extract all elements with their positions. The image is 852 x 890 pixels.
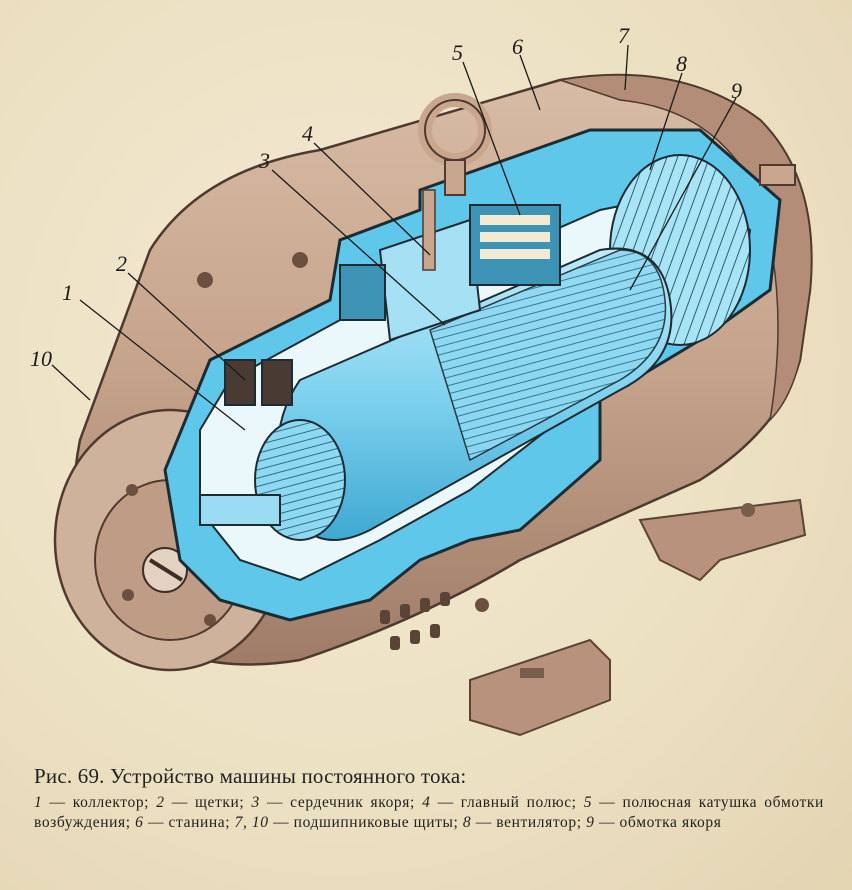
- commutator: [199, 419, 346, 541]
- mounting-foot-left: [469, 638, 611, 737]
- callout-1: 1: [62, 280, 73, 305]
- brushes: [224, 359, 293, 406]
- legend-num: 1: [34, 794, 43, 811]
- bolt: [197, 272, 213, 288]
- callout-8: 8: [676, 51, 687, 76]
- mounting-foot-right: [638, 498, 807, 582]
- callout-3: 3: [259, 148, 270, 173]
- field-coil: [339, 204, 561, 321]
- caption-title: Рис. 69. Устройство машины постоянного т…: [34, 764, 467, 788]
- legend-num: 3: [251, 794, 260, 811]
- legend-num: 7, 10: [234, 814, 269, 831]
- bolt: [292, 252, 308, 268]
- lifting-eye-bolt: [418, 93, 492, 271]
- armature-core: [276, 247, 673, 541]
- legend-text: — подшипниковые щиты;: [273, 814, 459, 831]
- legend-text: — щетки;: [171, 794, 245, 811]
- callout-6: 6: [512, 34, 523, 59]
- callout-5: 5: [452, 40, 463, 65]
- legend-text: — полюсная катушка обмотки возбуждения;: [34, 794, 824, 831]
- ventilation-holes: [380, 592, 450, 650]
- legend-num: 4: [422, 794, 431, 811]
- legend-text: — вентилятор;: [475, 814, 582, 831]
- callout-7: 7: [618, 23, 629, 48]
- caption-legend: 1 — коллектор; 2 — щетки; 3 — сердечник …: [34, 793, 824, 833]
- legend-num: 8: [462, 814, 472, 831]
- dc-machine-illustration: [51, 44, 813, 737]
- callout-2: 2: [116, 251, 127, 276]
- legend-text: — сердечник якоря;: [266, 794, 415, 811]
- legend-num: 9: [586, 814, 595, 831]
- legend-num: 6: [135, 814, 144, 831]
- figure-caption: Рис. 69. Устройство машины постоянного т…: [34, 764, 824, 833]
- legend-text: — главный полюс;: [437, 794, 577, 811]
- leader-lines: [51, 44, 737, 431]
- legend-text: — обмотка якоря: [598, 814, 722, 831]
- callout-4: 4: [302, 121, 313, 146]
- bolt: [475, 598, 489, 612]
- main-pole: [378, 218, 482, 342]
- shaft: [759, 164, 796, 186]
- legend-num: 5: [583, 794, 593, 811]
- legend-text: — коллектор;: [49, 794, 150, 811]
- legend-num: 2: [156, 794, 165, 811]
- legend-text: — станина;: [147, 814, 231, 831]
- callout-10: 10: [30, 346, 52, 371]
- callout-9: 9: [731, 78, 742, 103]
